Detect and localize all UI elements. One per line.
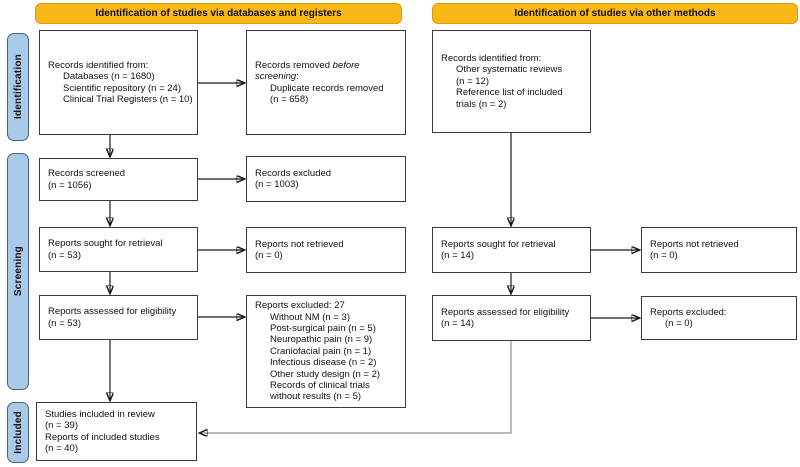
box-reports-sought-databases: Reports sought for retrieval(n = 53) [39,227,198,272]
box-records-screened: Records screened(n = 1056) [39,158,198,201]
box-records-identified-other: Records identified from:Other systematic… [432,30,591,133]
box-reports-excluded-other: Reports excluded:(n = 0) [641,296,797,340]
stage-label-identification: Identification [7,33,29,141]
stage-label-included-text: Included [12,411,24,454]
stage-label-screening: Screening [7,153,29,390]
header-databases-registers: Identification of studies via databases … [35,3,402,24]
box-records-excluded: Records excluded(n = 1003) [246,156,406,202]
box-reports-assessed-databases: Reports assessed for eligibility(n = 53) [39,295,198,340]
box-reports-sought-other: Reports sought for retrieval(n = 14) [432,227,591,273]
box-studies-included: Studies included in review(n = 39)Report… [36,402,197,461]
stage-label-identification-text: Identification [12,54,24,120]
box-reports-not-retrieved-databases: Reports not retrieved(n = 0) [246,227,406,273]
stage-label-included: Included [7,402,29,463]
box-reports-assessed-other: Reports assessed for eligibility(n = 14) [432,295,591,341]
stage-label-screening-text: Screening [12,246,24,297]
header-other-methods: Identification of studies via other meth… [432,3,798,24]
box-reports-not-retrieved-other: Reports not retrieved(n = 0) [641,227,797,273]
box-records-identified-databases: Records identified from:Databases (n = 1… [39,30,198,135]
